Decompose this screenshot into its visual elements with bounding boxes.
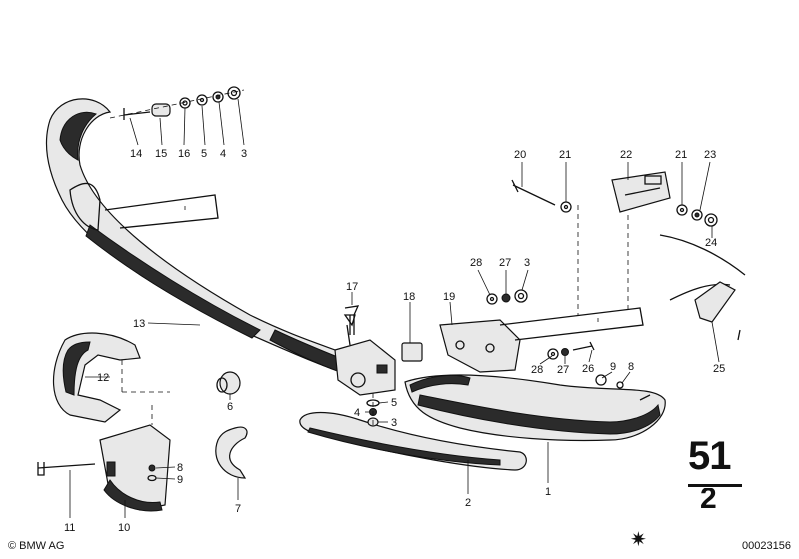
body-fragment-right bbox=[659, 234, 746, 341]
front-bumper-bar bbox=[404, 374, 666, 442]
overrider-bracket-10 bbox=[99, 360, 171, 512]
hardware-group-lower bbox=[547, 341, 624, 389]
callout-3-center: 3 bbox=[391, 417, 397, 429]
hardware-group-center bbox=[366, 393, 380, 428]
callout-2: 2 bbox=[465, 497, 471, 509]
rear-bumper-bar bbox=[45, 98, 361, 377]
callout-27-bottom: 27 bbox=[557, 364, 569, 376]
callout-8-left: 8 bbox=[177, 462, 183, 474]
callout-16: 16 bbox=[178, 148, 190, 160]
callout-10: 10 bbox=[118, 522, 130, 534]
washer-group-right bbox=[676, 204, 718, 227]
callout-15: 15 bbox=[155, 148, 167, 160]
callout-20: 20 bbox=[514, 149, 526, 161]
rubber-block bbox=[401, 342, 423, 362]
group-number: 51 bbox=[688, 434, 731, 478]
bumper-bracket-center bbox=[334, 314, 396, 396]
callout-28-top: 28 bbox=[470, 257, 482, 269]
callout-25: 25 bbox=[713, 363, 725, 375]
callout-18: 18 bbox=[403, 291, 415, 303]
callout-14: 14 bbox=[130, 148, 142, 160]
callout-17: 17 bbox=[346, 281, 358, 293]
mounting-plate bbox=[611, 171, 671, 213]
star-icon: ✷ bbox=[630, 529, 647, 551]
callout-4-top: 4 bbox=[220, 148, 226, 160]
callout-12: 12 bbox=[97, 372, 109, 384]
callout-19: 19 bbox=[443, 291, 455, 303]
callout-numbers: 14 15 16 5 4 3 20 21 22 21 23 24 28 27 3… bbox=[64, 148, 725, 534]
callout-6: 6 bbox=[227, 401, 233, 413]
document-number: 00023156 bbox=[742, 540, 791, 552]
overrider-12 bbox=[53, 332, 141, 423]
callout-3-upper: 3 bbox=[524, 257, 530, 269]
callout-7: 7 bbox=[235, 503, 241, 515]
front-bracket-assembly bbox=[439, 205, 644, 373]
bolt-row-top bbox=[109, 86, 245, 120]
rubber-strip bbox=[299, 411, 527, 471]
bolt-11 bbox=[37, 462, 96, 476]
callout-24: 24 bbox=[705, 237, 717, 249]
group-subnumber: 2 bbox=[700, 488, 717, 508]
hardware-group-left bbox=[147, 464, 157, 482]
callout-28-bottom: 28 bbox=[531, 364, 543, 376]
callout-5-top: 5 bbox=[201, 148, 207, 160]
callout-21-left: 21 bbox=[559, 149, 571, 161]
callout-21-right: 21 bbox=[675, 149, 687, 161]
callout-11: 11 bbox=[64, 522, 75, 534]
callout-9-right: 9 bbox=[610, 361, 616, 373]
callout-23: 23 bbox=[704, 149, 716, 161]
copyright-label: © BMW AG bbox=[8, 540, 65, 552]
callout-13: 13 bbox=[133, 318, 145, 330]
callout-4-center: 4 bbox=[354, 407, 360, 419]
callout-26: 26 bbox=[582, 363, 594, 375]
hardware-group-upper bbox=[486, 289, 528, 305]
bolt-17 bbox=[344, 305, 360, 335]
callout-8-right: 8 bbox=[628, 361, 634, 373]
callout-5-center: 5 bbox=[391, 397, 397, 409]
callout-22: 22 bbox=[620, 149, 632, 161]
rubber-buffer bbox=[216, 371, 241, 395]
callout-9-left: 9 bbox=[177, 474, 183, 486]
callout-3-top: 3 bbox=[241, 148, 247, 160]
group-divider bbox=[688, 484, 742, 487]
callout-27-top: 27 bbox=[499, 257, 511, 269]
leader-lines bbox=[69, 98, 720, 518]
bolt-20 bbox=[511, 179, 572, 213]
clip-7 bbox=[215, 426, 248, 479]
callout-1: 1 bbox=[545, 486, 551, 498]
